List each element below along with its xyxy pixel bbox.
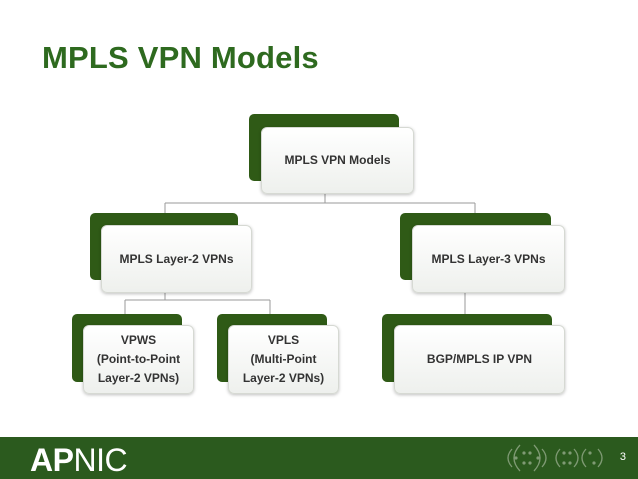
node-label-line: (Multi-Point [250,352,317,366]
node-mpls-vpn-models: MPLS VPN Models [249,114,414,194]
node-bgp-mpls-ip-vpn: BGP/MPLS IP VPN [382,314,565,394]
logo-nic: NIC [73,442,128,478]
node-mpls-layer3-vpns: MPLS Layer-3 VPNs [400,213,565,293]
logo-ap: AP [30,442,74,478]
node-vpws: VPWS (Point-to-Point Layer-2 VPNs) [72,314,194,394]
network-motif-icon [507,444,603,472]
footer-bar: APNIC 3 [0,437,638,479]
page-number: 3 [619,451,626,463]
node-mpls-layer2-vpns: MPLS Layer-2 VPNs [90,213,252,293]
node-label-line: Layer-2 VPNs) [97,371,180,385]
node-label: MPLS VPN Models [284,153,391,167]
node-label: MPLS Layer-3 VPNs [431,251,546,266]
node-vpls: VPLS (Multi-Point Layer-2 VPNs) [217,314,339,394]
node-label-line: VPWS [120,333,157,347]
node-label-line: Layer-2 VPNs) [242,371,325,385]
apnic-logo: APNIC [30,442,128,479]
node-label-line: (Point-to-Point [96,352,181,366]
node-label: BGP/MPLS IP VPN [426,352,533,366]
node-label-line: VPLS [267,333,300,347]
node-label: MPLS Layer-2 VPNs [119,251,234,266]
slide-title: MPLS VPN Models [42,40,319,75]
